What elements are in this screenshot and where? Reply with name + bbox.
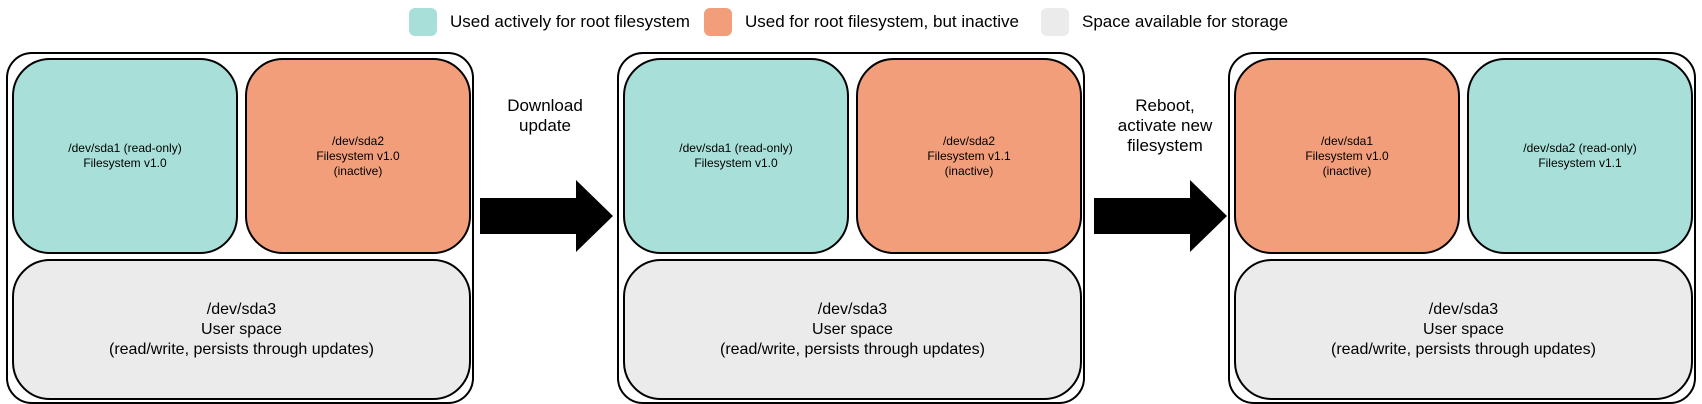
transition-label-line: Reboot,	[1135, 96, 1195, 115]
legend-swatch-inactive	[704, 8, 732, 36]
partition-label-line: (read/write, persists through updates)	[719, 340, 985, 358]
partition-label-line: /dev/sda1	[1320, 133, 1374, 148]
partition-label-line: Filesystem v1.0	[316, 148, 400, 163]
partition-label-line: /dev/sda3	[206, 300, 277, 318]
legend-swatch-storage	[1041, 8, 1069, 36]
transition-label-download: Download update	[470, 96, 620, 136]
disk-stage-3: /dev/sda1 Filesystem v1.0 (inactive) /de…	[1228, 52, 1696, 404]
partition-label-line: (read/write, persists through updates)	[1330, 340, 1596, 358]
partition-label-line: (inactive)	[333, 163, 383, 178]
partition-label-line: User space	[201, 320, 282, 338]
partition-label-line: /dev/sda3	[1428, 300, 1499, 318]
transition-label-line: Download	[507, 96, 583, 115]
transition-label-line: update	[519, 116, 571, 135]
partition-label-line: /dev/sda2	[942, 133, 996, 148]
partition-label-line: Filesystem v1.1	[1538, 156, 1622, 170]
partition-label-line: User space	[812, 320, 893, 338]
partition-sda3: /dev/sda3 User space (read/write, persis…	[12, 259, 471, 400]
partition-sda3: /dev/sda3 User space (read/write, persis…	[623, 259, 1082, 400]
transition-label-reboot: Reboot, activate new filesystem	[1090, 96, 1240, 156]
partition-label-line: /dev/sda2	[331, 133, 385, 148]
partition-sda3: /dev/sda3 User space (read/write, persis…	[1234, 259, 1693, 400]
partition-label-line: Filesystem v1.1	[927, 148, 1011, 163]
partition-sda2: /dev/sda2 (read-only) Filesystem v1.1	[1467, 58, 1693, 254]
legend-swatch-active	[409, 8, 437, 36]
transition-label-line: filesystem	[1127, 136, 1203, 155]
disk-stage-2: /dev/sda1 (read-only) Filesystem v1.0 /d…	[617, 52, 1085, 404]
legend-label: Used actively for root filesystem	[450, 12, 690, 31]
partition-label-line: (inactive)	[944, 163, 994, 178]
partition-label-line: /dev/sda1 (read-only)	[679, 141, 793, 155]
right-arrow-icon	[480, 180, 613, 252]
partition-label-line: /dev/sda3	[817, 300, 888, 318]
partition-label-line: (inactive)	[1322, 163, 1372, 178]
legend-label: Space available for storage	[1082, 12, 1289, 31]
partition-label-line: Filesystem v1.0	[694, 156, 778, 170]
partition-sda1: /dev/sda1 (read-only) Filesystem v1.0	[623, 58, 849, 254]
transition-label-line: activate new	[1117, 116, 1213, 135]
disk-stage-1: /dev/sda1 (read-only) Filesystem v1.0 /d…	[6, 52, 474, 404]
legend-label: Used for root filesystem, but inactive	[745, 12, 1020, 31]
legend: Used actively for root filesystem Used f…	[0, 0, 1702, 44]
partition-sda1: /dev/sda1 (read-only) Filesystem v1.0	[12, 58, 238, 254]
right-arrow-icon	[1094, 180, 1227, 252]
partition-label-line: /dev/sda1 (read-only)	[68, 141, 182, 155]
partition-sda2: /dev/sda2 Filesystem v1.0 (inactive)	[245, 58, 471, 254]
partition-sda2: /dev/sda2 Filesystem v1.1 (inactive)	[856, 58, 1082, 254]
partition-sda1: /dev/sda1 Filesystem v1.0 (inactive)	[1234, 58, 1460, 254]
partition-label-line: User space	[1423, 320, 1504, 338]
partition-label-line: Filesystem v1.0	[83, 156, 167, 170]
partition-label-line: /dev/sda2 (read-only)	[1523, 141, 1637, 155]
partition-label-line: (read/write, persists through updates)	[108, 340, 374, 358]
partition-label-line: Filesystem v1.0	[1305, 148, 1389, 163]
